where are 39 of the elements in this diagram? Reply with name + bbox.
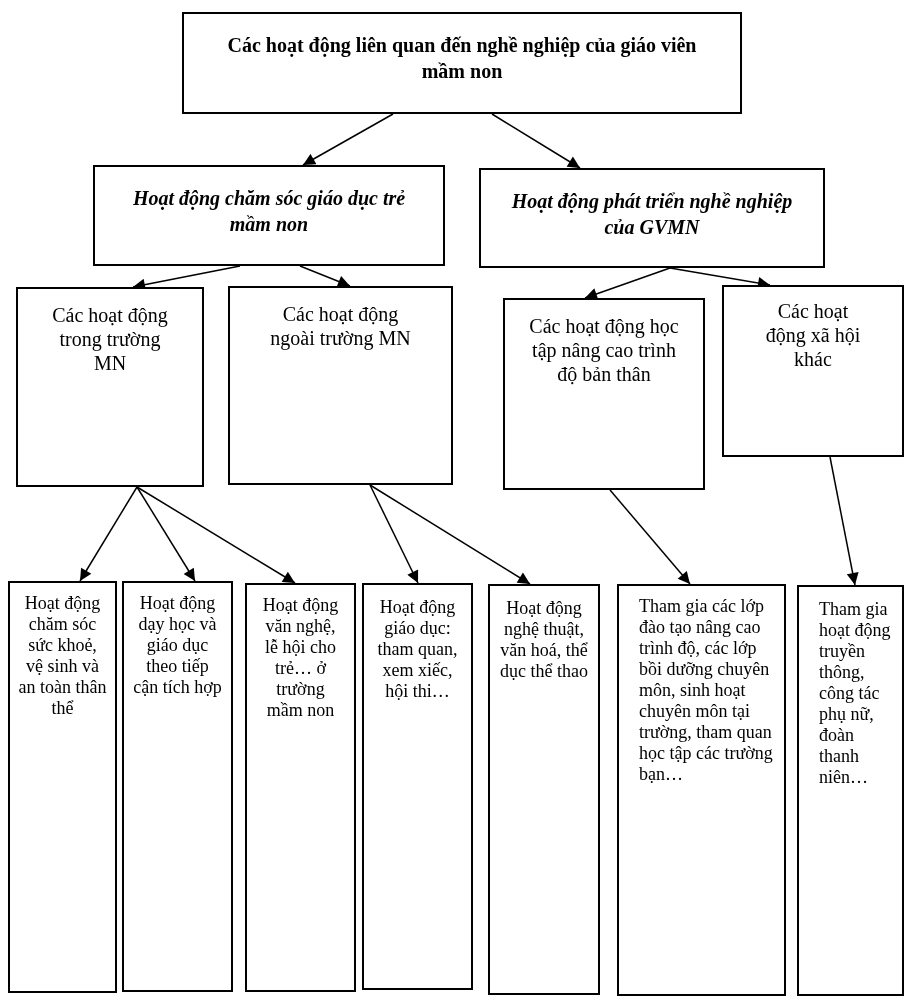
arrow <box>369 484 531 585</box>
box-text: Các hoạt động ngoài trường MN <box>270 302 411 350</box>
arrow <box>136 486 296 584</box>
box-text: Hoạt động chăm sóc giáo dục trẻ mầm non <box>131 186 407 237</box>
box-text: Tham gia các lớp đào tạo nâng cao trình độ, các lớp bồi dưỡng chuyên môn, sinh hoạt chuyên môn tại trường, tham quan học tập các trường bạn… <box>639 596 774 785</box>
box-text: Hoạt động chăm sóc sức khoẻ, vệ sinh và an toàn thân thể <box>18 593 107 719</box>
arrow <box>302 113 394 166</box>
box <box>228 286 453 485</box>
box <box>797 585 904 996</box>
arrow <box>369 484 419 584</box>
box <box>617 584 786 996</box>
box-text: Các hoạt động trong trường MN <box>51 303 169 375</box>
box <box>362 583 473 990</box>
box-text: Hoạt động văn nghệ, lễ hội cho trẻ… ở trường mầm non <box>261 595 340 721</box>
box <box>16 287 204 487</box>
box <box>488 584 600 995</box>
box <box>182 12 742 114</box>
box-text: Các hoạt động liên quan đến nghề nghiệp của giáo viên mầm non <box>226 33 698 84</box>
box-text: Hoạt động dạy học và giáo dục theo tiếp cận tích hợp <box>132 593 223 698</box>
box-text: Hoạt động phát triển nghề nghiệp của GVMN <box>510 189 794 240</box>
box <box>122 581 233 992</box>
box-text: Các hoạt động học tập nâng cao trình độ bản thân <box>528 314 680 386</box>
arrow <box>491 113 581 169</box>
box <box>93 165 445 266</box>
arrow <box>584 267 671 300</box>
box-text: Hoạt động giáo dục: tham quan, xem xiếc, hội thi… <box>376 597 459 702</box>
box-text: Tham gia hoạt động truyền thông, công tác phụ nữ, đoàn thanh niên… <box>819 599 892 788</box>
box <box>479 168 825 268</box>
box <box>8 581 117 993</box>
box-text: Các hoạt động xã hội khác <box>764 299 862 371</box>
box <box>722 285 904 457</box>
arrow <box>79 486 138 582</box>
arrow <box>829 456 859 586</box>
box <box>503 298 705 490</box>
box-text: Hoạt động nghệ thuật, văn hoá, thể dục thể thao <box>499 598 589 682</box>
arrow <box>609 489 691 585</box>
arrow <box>136 486 196 582</box>
box <box>245 583 356 992</box>
arrow <box>299 265 351 288</box>
